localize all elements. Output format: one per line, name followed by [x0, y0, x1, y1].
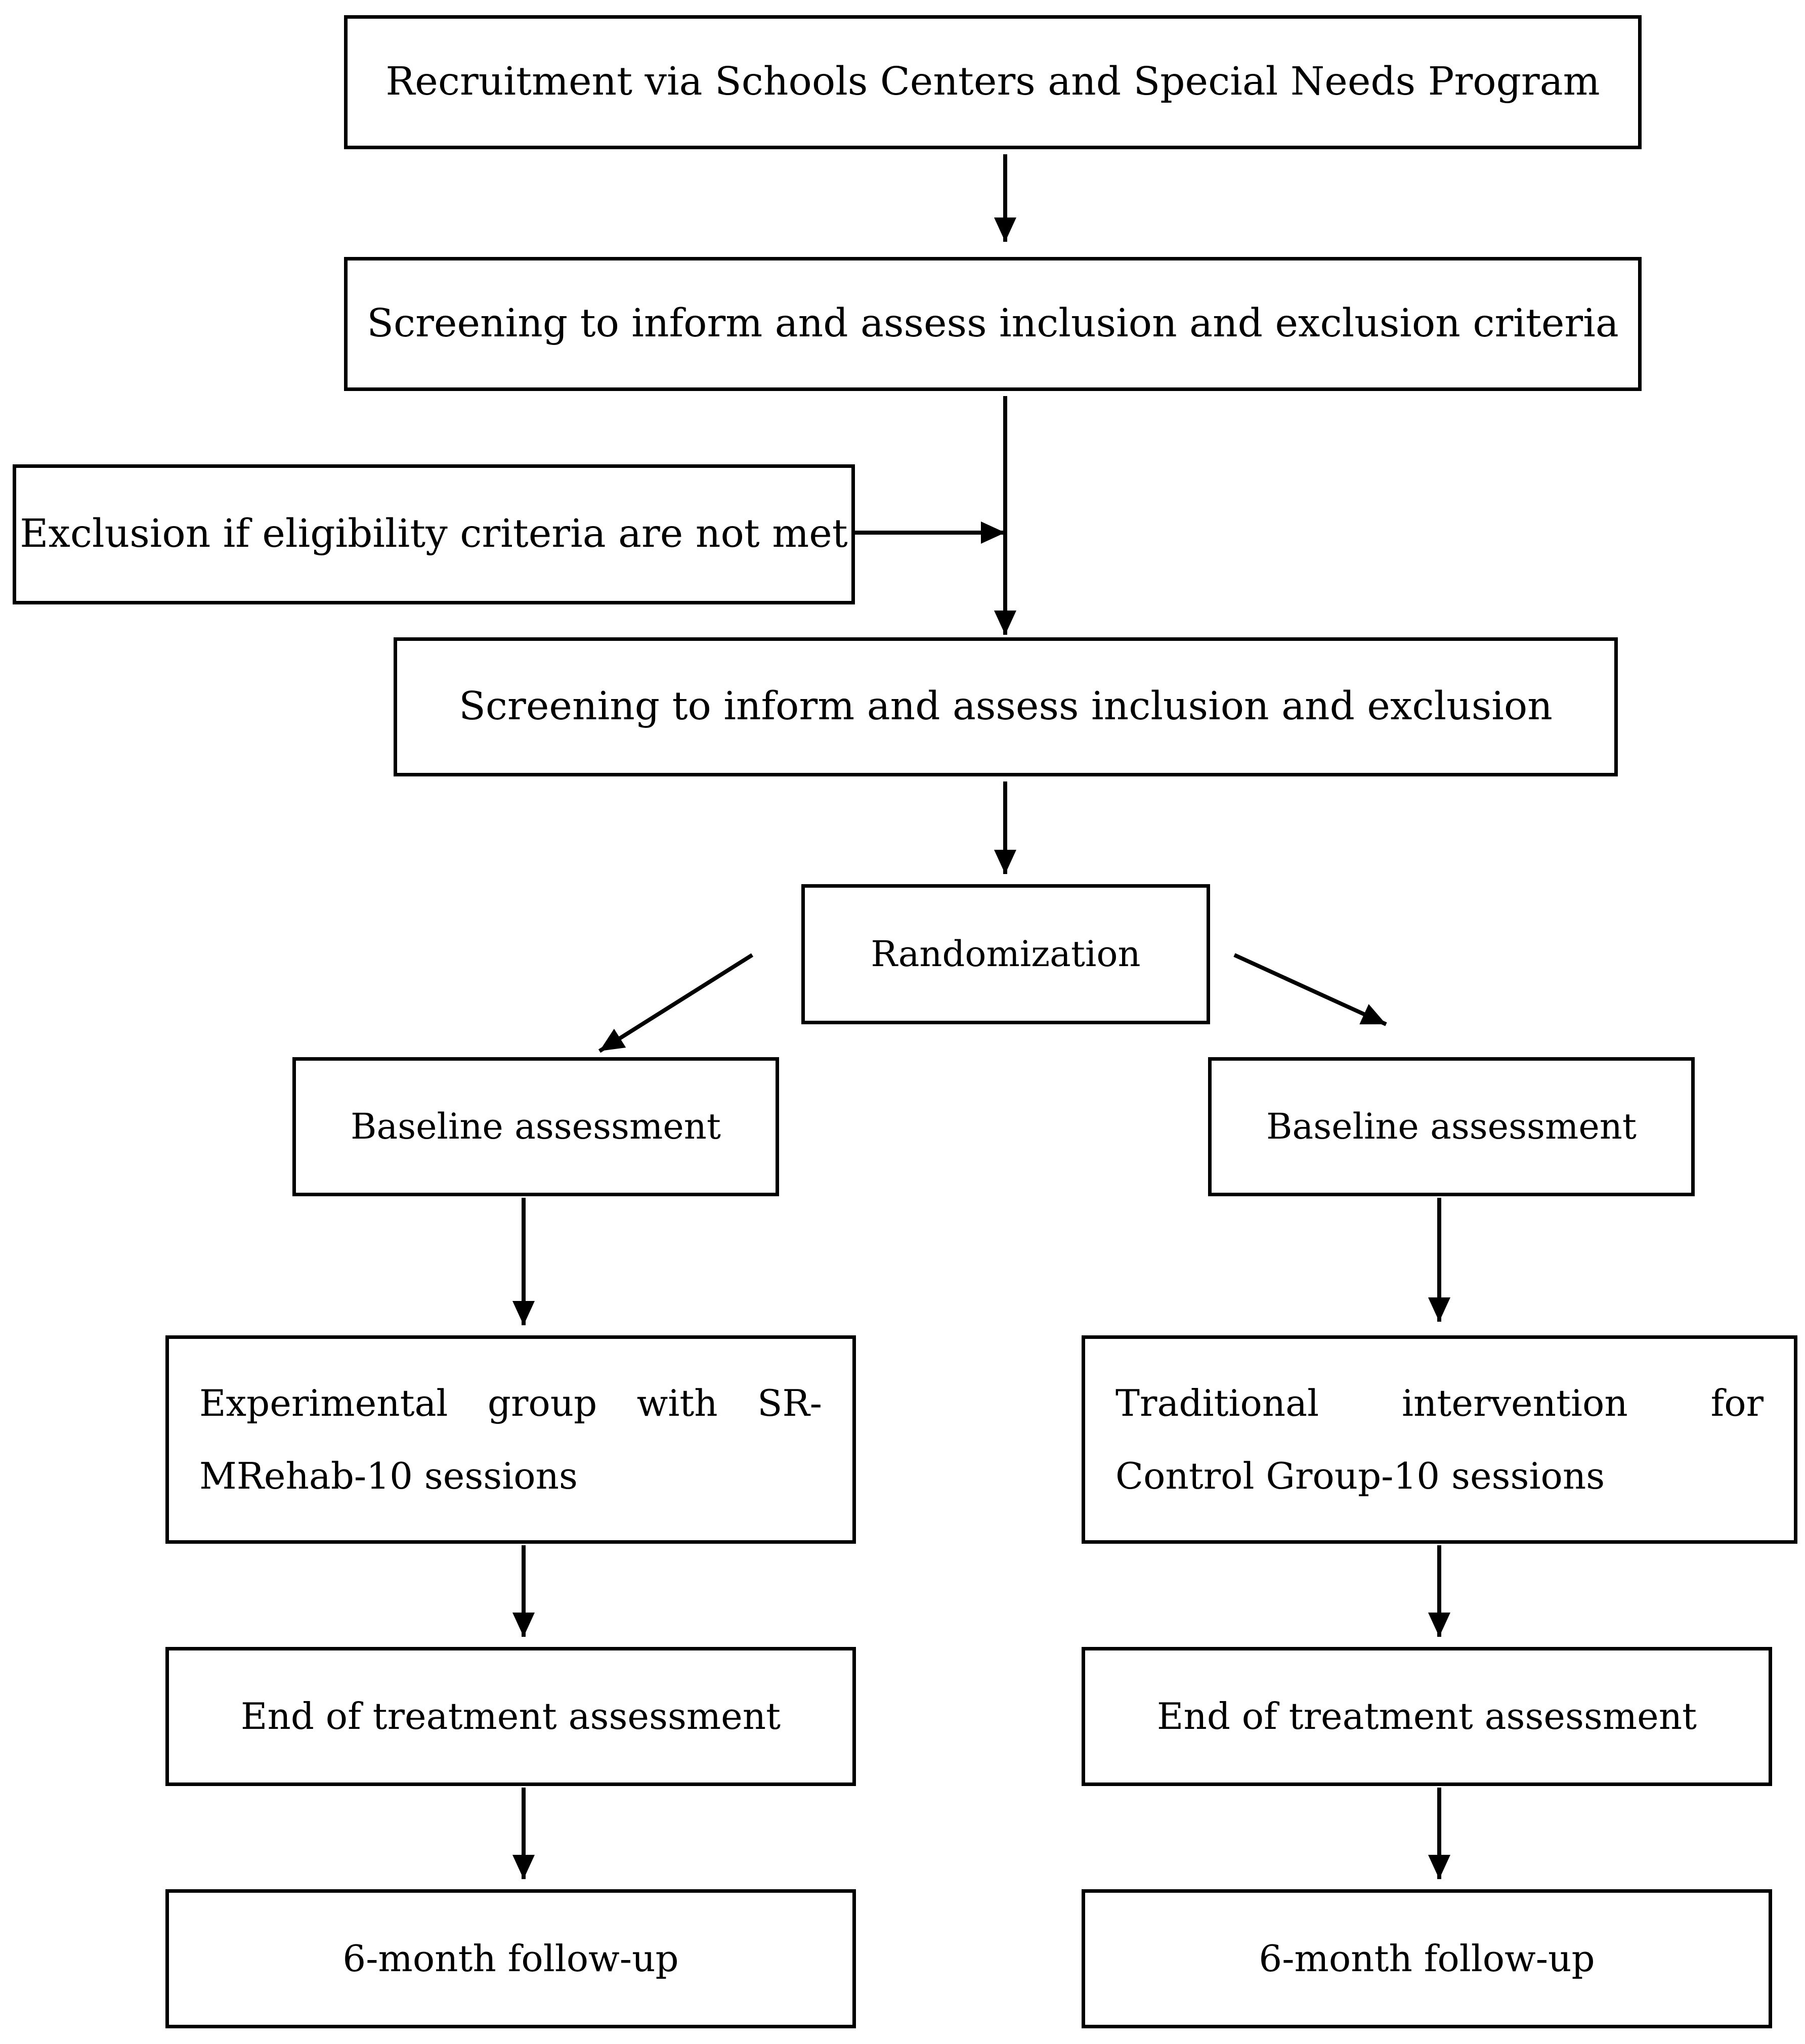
- experimental-end-of-treatment-label: End of treatment assessment: [240, 1694, 781, 1737]
- control-group-label: Traditional intervention for Control Gro…: [1115, 1382, 1764, 1497]
- experimental-baseline-label: Baseline assessment: [351, 1106, 721, 1147]
- control-baseline-label: Baseline assessment: [1266, 1106, 1637, 1147]
- recruitment-label: Recruitment via Schools Centers and Spec…: [385, 59, 1600, 105]
- experimental-baseline-box: Baseline assessment: [292, 1057, 779, 1196]
- arrow-randomization-to-left-baseline: [598, 953, 754, 1053]
- exclusion-label: Exclusion if eligibility criteria are no…: [20, 511, 848, 557]
- experimental-end-of-treatment-box: End of treatment assessment: [165, 1647, 856, 1786]
- control-end-of-treatment-label: End of treatment assessment: [1156, 1694, 1697, 1737]
- screening-criteria-label: Screening to inform and assess inclusion…: [367, 301, 1619, 346]
- randomization-box: Randomization: [801, 884, 1210, 1024]
- recruitment-box: Recruitment via Schools Centers and Spec…: [344, 15, 1642, 149]
- experimental-group-box: Experimental group with SR-MRehab-10 ses…: [165, 1335, 856, 1544]
- randomization-label: Randomization: [871, 933, 1141, 975]
- control-follow-up-label: 6-month follow-up: [1259, 1937, 1595, 1980]
- screening-criteria-box: Screening to inform and assess inclusion…: [344, 257, 1642, 391]
- experimental-group-label: Experimental group with SR-MRehab-10 ses…: [199, 1382, 822, 1497]
- control-baseline-box: Baseline assessment: [1208, 1057, 1695, 1196]
- control-group-box: Traditional intervention for Control Gro…: [1082, 1335, 1797, 1544]
- experimental-follow-up-label: 6-month follow-up: [342, 1937, 679, 1980]
- screening-inclusion-exclusion-label: Screening to inform and assess inclusion…: [459, 684, 1553, 729]
- screening-inclusion-exclusion-box: Screening to inform and assess inclusion…: [394, 637, 1618, 776]
- exclusion-box: Exclusion if eligibility criteria are no…: [13, 464, 855, 604]
- control-end-of-treatment-box: End of treatment assessment: [1082, 1647, 1772, 1786]
- control-follow-up-box: 6-month follow-up: [1082, 1889, 1772, 2028]
- experimental-follow-up-box: 6-month follow-up: [165, 1889, 856, 2028]
- arrow-randomization-to-right-baseline: [1233, 953, 1387, 1026]
